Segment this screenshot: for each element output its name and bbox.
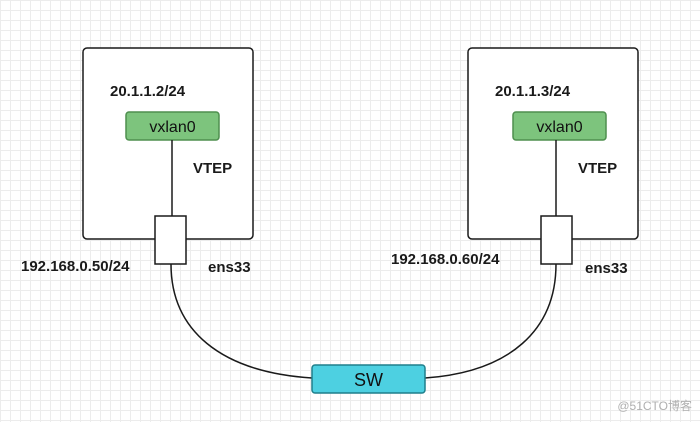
host-right-inner-ip: 20.1.1.3/24 (495, 83, 571, 100)
watermark: @51CTO博客 (617, 398, 692, 413)
host-right-vtep-label: VTEP (578, 160, 617, 177)
host-left-vxlan-label: vxlan0 (149, 119, 195, 136)
host-right-nic-label: ens33 (585, 260, 628, 277)
host-left-box (82, 47, 254, 240)
host-right-vxlan-node (512, 111, 607, 141)
cable-right-to-switch (424, 263, 557, 379)
host-right-nic-port (540, 215, 573, 265)
host-right-box (467, 47, 639, 240)
host-left-nic-port (154, 215, 187, 265)
host-right: 20.1.1.3/24 vxlan0 VTEP 192.168.0.60/24 … (391, 47, 639, 277)
switch: SW (311, 364, 426, 394)
switch-node (311, 364, 426, 394)
host-right-outer-ip: 192.168.0.60/24 (391, 251, 500, 268)
host-left-vtep-label: VTEP (193, 160, 232, 177)
host-left-inner-ip: 20.1.1.2/24 (110, 83, 186, 100)
host-left: 20.1.1.2/24 vxlan0 VTEP 192.168.0.50/24 … (21, 47, 254, 276)
host-left-outer-ip: 192.168.0.50/24 (21, 258, 130, 275)
switch-label: SW (354, 370, 383, 390)
cable-left-to-switch (170, 263, 313, 379)
host-left-nic-label: ens33 (208, 259, 251, 276)
host-right-vxlan-label: vxlan0 (536, 119, 582, 136)
